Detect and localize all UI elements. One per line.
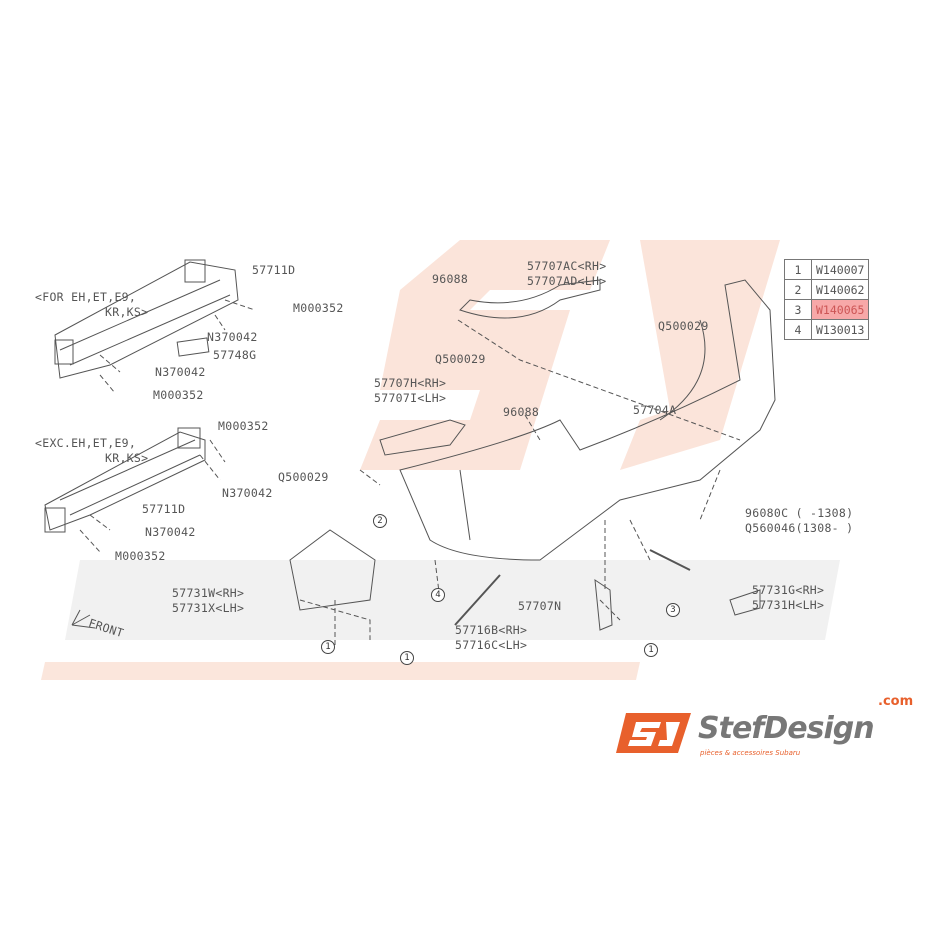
front-arrow [71,609,96,629]
watermark-tagline-shape [41,662,640,680]
part-label[interactable]: M000352 [153,388,204,402]
watermark-brand-shape [65,560,840,640]
upper-reinforcement [54,259,239,379]
variant-note: KR,KS> [105,305,149,319]
part-label[interactable]: Q500029 [278,470,329,484]
callout-number[interactable]: 1 [400,651,414,665]
legend-num: 1 [784,259,812,280]
part-label[interactable]: 57707H<RH> [374,376,447,390]
legend-code[interactable]: W140062 [810,279,870,300]
legend-num: 4 [784,319,812,340]
part-label[interactable]: 96088 [503,405,540,419]
bracket-57707N [594,578,613,631]
part-label[interactable]: Q500029 [658,319,709,333]
part-label[interactable]: 57716B<RH> [455,623,528,637]
bumper-cover [399,279,776,561]
callout-number[interactable]: 4 [431,588,445,602]
part-label[interactable]: Q500029 [435,352,486,366]
logo-domain: .com [878,694,914,709]
part-label[interactable]: M000352 [115,549,166,563]
part-label[interactable]: 96080C ( -1308) [745,506,854,520]
side-bracket-57707H [379,419,466,456]
logo-sj-mark [616,713,691,753]
bracket-57731W [289,529,376,611]
legend-num: 2 [784,279,812,300]
part-label[interactable]: 57748G [213,348,257,362]
logo-brand: StefDesign [698,711,875,746]
callout-number[interactable]: 3 [666,603,680,617]
part-label[interactable]: 57704A [633,403,677,417]
legend-code[interactable]: W130013 [810,319,870,340]
legend-code[interactable]: W140007 [810,259,870,280]
stefdesign-logo: StefDesign .com pièces & accessoires Sub… [616,694,926,764]
side-bracket-upper [459,279,601,319]
part-label[interactable]: 57731G<RH> [752,583,825,597]
variant-note: <EXC.EH,ET,E9, [35,436,137,450]
leader-dashes [79,299,741,645]
part-label[interactable]: 57711D [252,263,296,277]
legend-num: 3 [784,299,812,320]
part-label[interactable]: N370042 [222,486,273,500]
part-label[interactable]: N370042 [155,365,206,379]
part-label[interactable]: 57707AD<LH> [527,274,607,288]
logo-tagline: pièces & accessoires Subaru [700,749,801,757]
reflector-57731G [729,589,761,616]
part-label[interactable]: 57731H<LH> [752,598,825,612]
part-label[interactable]: 57711D [142,502,186,516]
part-label[interactable]: 57731W<RH> [172,586,245,600]
part-label[interactable]: 57707AC<RH> [527,259,607,273]
part-label[interactable]: 57716C<LH> [455,638,528,652]
legend-code[interactable]: W140065 [810,299,870,320]
part-label[interactable]: M000352 [293,301,344,315]
callout-number[interactable]: 2 [373,514,387,528]
part-label[interactable]: N370042 [207,330,258,344]
part-label[interactable]: 57707N [518,599,562,613]
part-label[interactable]: M000352 [218,419,269,433]
variant-note: KR,KS> [105,451,149,465]
part-label[interactable]: Q560046(1308- ) [745,521,854,535]
stays [454,549,691,626]
part-label[interactable]: 57707I<LH> [374,391,447,405]
part-label[interactable]: 96088 [432,272,469,286]
lower-reinforcement [44,427,206,533]
variant-note: <FOR EH,ET,E9, [35,290,137,304]
callout-number[interactable]: 1 [644,643,658,657]
part-label[interactable]: 57731X<LH> [172,601,245,615]
callout-number[interactable]: 1 [321,640,335,654]
part-label[interactable]: N370042 [145,525,196,539]
